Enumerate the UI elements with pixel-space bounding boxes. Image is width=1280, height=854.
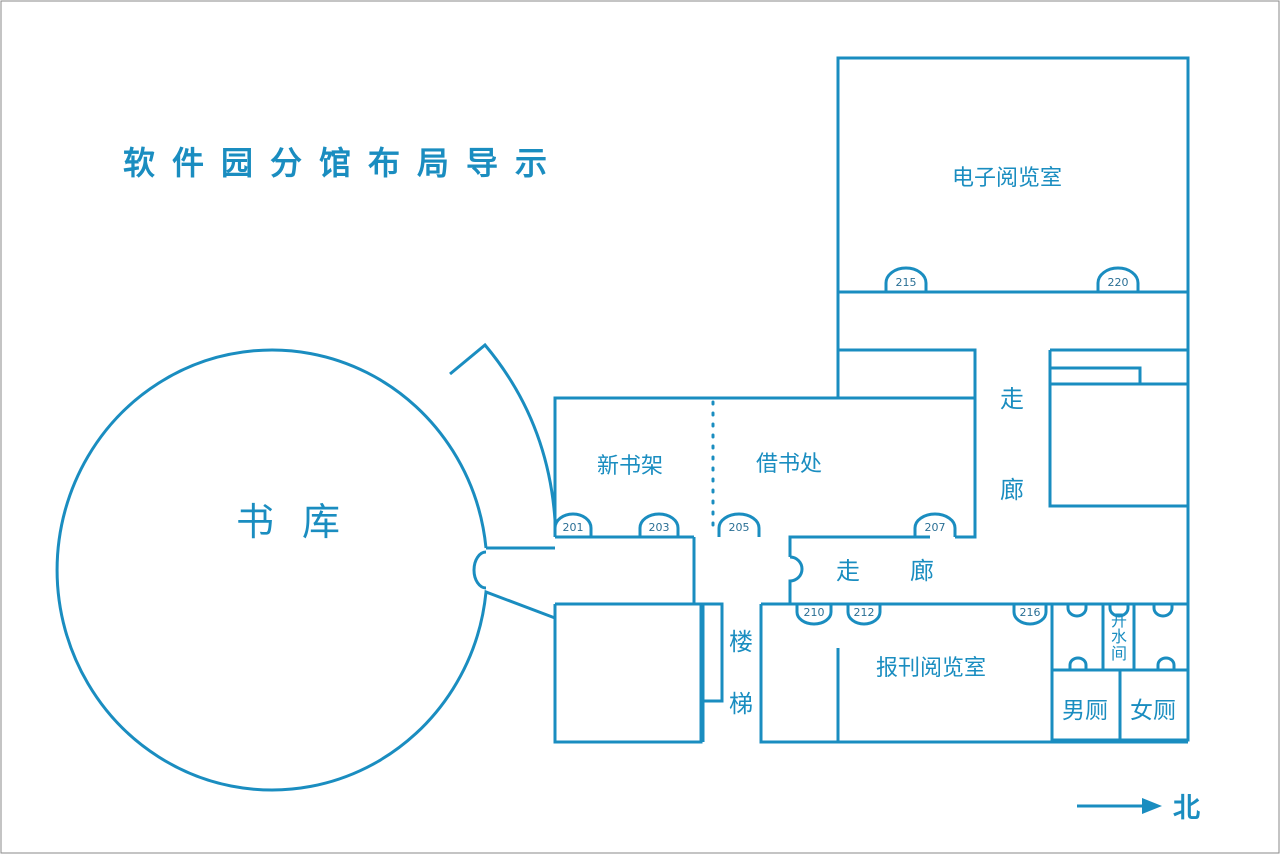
door-label-201: 201 [562, 521, 584, 534]
door-wc-d [1068, 656, 1088, 670]
water-room-char-1: 开 [1111, 611, 1128, 630]
page-title: 软件园分馆布局导示 [123, 144, 565, 182]
corridor-char-1: 走 [1000, 385, 1024, 413]
door-arches [553, 266, 1176, 670]
stacks-annex [449, 342, 557, 521]
inner-block [1048, 348, 1188, 508]
door-207 [913, 512, 957, 537]
door-205 [717, 512, 761, 537]
corridor-nook [788, 555, 804, 604]
east-wing [836, 56, 1190, 742]
stacks-outline [55, 348, 556, 792]
stair-core [692, 537, 724, 742]
door-label-216: 216 [1019, 606, 1041, 619]
door-220 [1096, 266, 1140, 292]
door-label-207: 207 [924, 521, 946, 534]
corridor-char-4: 廊 [910, 557, 934, 585]
door-wc-e [1156, 656, 1176, 670]
stacks-notch [472, 550, 487, 590]
stairs-char-2: 梯 [729, 690, 753, 718]
stairs-char-1: 楼 [729, 628, 753, 656]
door-label-205: 205 [728, 521, 750, 534]
corridor-char-3: 走 [836, 557, 860, 585]
door-label-212: 212 [853, 606, 875, 619]
room-book-stacks: 书库 [236, 500, 369, 544]
door-212 [846, 604, 882, 626]
room-womens-toilet: 女厕 [1130, 698, 1176, 724]
door-203 [638, 512, 680, 537]
door-201 [553, 512, 593, 537]
periodicals-block [759, 602, 1188, 744]
north-arrow-icon [1077, 798, 1162, 814]
room-periodicals-reading: 报刊阅览室 [876, 656, 987, 681]
room-circulation-desk: 借书处 [756, 452, 823, 477]
door-wc-c [1152, 604, 1174, 618]
door-wc-b [1108, 604, 1130, 618]
north-label: 北 [1173, 793, 1200, 824]
door-wc-a [1066, 604, 1088, 618]
door-label-220: 220 [1107, 276, 1129, 289]
door-label-210: 210 [803, 606, 825, 619]
room-electronic-reading: 电子阅览室 [952, 166, 1063, 191]
door-210 [795, 604, 833, 626]
door-label-203: 203 [648, 521, 670, 534]
lower-left-room [553, 602, 703, 744]
door-215 [884, 266, 928, 292]
room-new-book-shelf: 新书架 [597, 454, 664, 479]
door-216 [1012, 604, 1048, 626]
room-mens-toilet: 男厕 [1062, 698, 1108, 724]
corridor-char-2: 廊 [1000, 476, 1024, 504]
water-room-char-3: 间 [1111, 644, 1128, 663]
door-label-215: 215 [895, 276, 917, 289]
water-room-char-2: 水 [1111, 627, 1128, 646]
